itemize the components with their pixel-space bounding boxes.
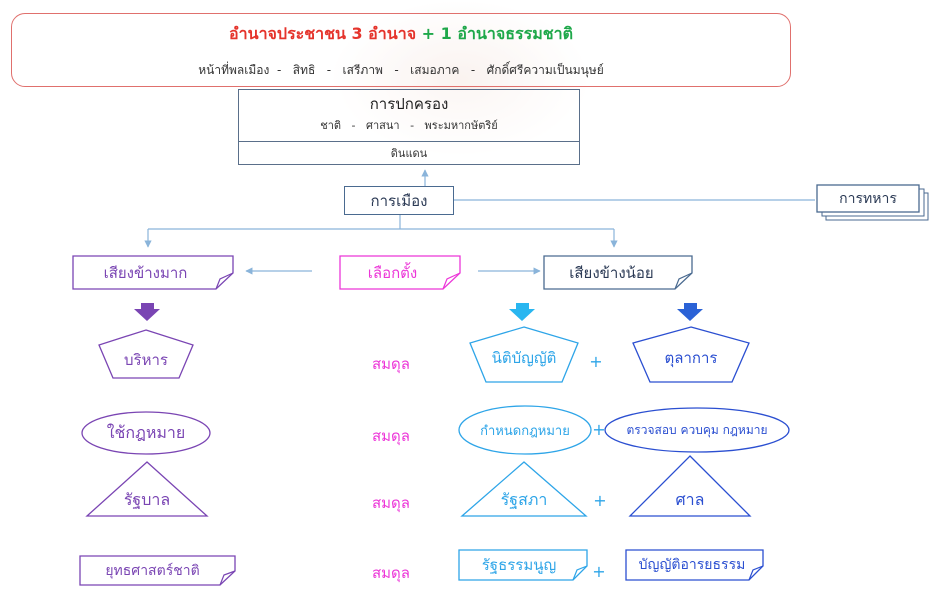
legislative-pentagon [469,326,579,383]
judicial-pentagon [632,326,750,383]
executive-pentagon [98,329,194,379]
down-arrow-majority [134,303,160,321]
law-enforcement-label: ใช้กฎหมาย [106,422,186,442]
constitution-label: รัฐธรรมนูญ [481,556,557,574]
title-part-people: อำนาจประชาชน 3 อำนาจ [229,24,417,43]
law-making-ellipse [458,405,592,455]
civilization-shape [625,549,764,581]
military-box [816,184,920,213]
constitution-shape [458,549,588,581]
court-label: ศาล [675,489,705,509]
minority-label: เสียงข้างน้อย [569,263,654,282]
politics-label: การเมือง [370,191,428,210]
down-arrow-judicial [677,303,703,321]
plus-row3: + [593,491,607,510]
balance-label-row2: สมดุล [372,427,410,445]
law-review-label: ตรวจสอบ ควบคุม กฎหมาย [626,422,768,437]
executive-label: บริหาร [124,351,168,369]
election-label: เลือกตั้ง [367,263,418,282]
down-arrow-legislative [509,303,535,321]
people-power-box [11,13,791,87]
citizen-rights-list: หน้าที่พลเมือง - สิทธิ - เสรีภาพ - เสมอภ… [198,63,604,77]
election-shape [339,255,461,290]
governance-box [238,89,580,165]
balance-label-row3: สมดุล [372,494,410,512]
plus-row1: + [589,352,603,371]
law-making-label: กำหนดกฎหมาย [480,423,570,439]
law-review-ellipse [604,407,790,453]
balance-label-row4: สมดุล [372,564,410,582]
governance-title: การปกครอง [369,95,449,113]
judicial-label: ตุลาการ [664,349,718,367]
plus-row4: + [592,562,606,581]
law-enforcement-ellipse [81,411,211,455]
government-triangle [85,461,209,517]
parliament-label: รัฐสภา [500,489,548,509]
parliament-triangle [460,461,588,517]
government-label: รัฐบาล [123,489,171,509]
people-power-title: อำนาจประชาชน 3 อำนาจ + 1 อำนาจธรรมชาติ [11,22,791,47]
governance-pillars: ชาติ - ศาสนา - พระมหากษัตริย์ [320,119,498,132]
strategy-label: ยุทธศาสตร์ชาติ [105,562,200,579]
court-triangle [628,455,752,517]
minority-shape [543,255,693,290]
territory-label: ดินแดน [390,147,428,160]
strategy-shape [79,555,236,586]
politics-box: การเมือง [344,186,454,215]
plus-row2: + [592,420,606,439]
title-plus-one: + 1 [421,24,452,43]
balance-label-row1: สมดุล [372,355,410,373]
majority-shape [72,255,234,290]
military-label: การทหาร [839,190,897,207]
title-part-nature: อำนาจธรรมชาติ [457,24,573,43]
legislative-label: นิติบัญญัติ [491,349,557,367]
civilization-label: บัญญัติอารยธรรม [638,557,746,573]
governance-divider [239,141,579,142]
majority-label: เสียงข้างมาก [103,263,188,282]
